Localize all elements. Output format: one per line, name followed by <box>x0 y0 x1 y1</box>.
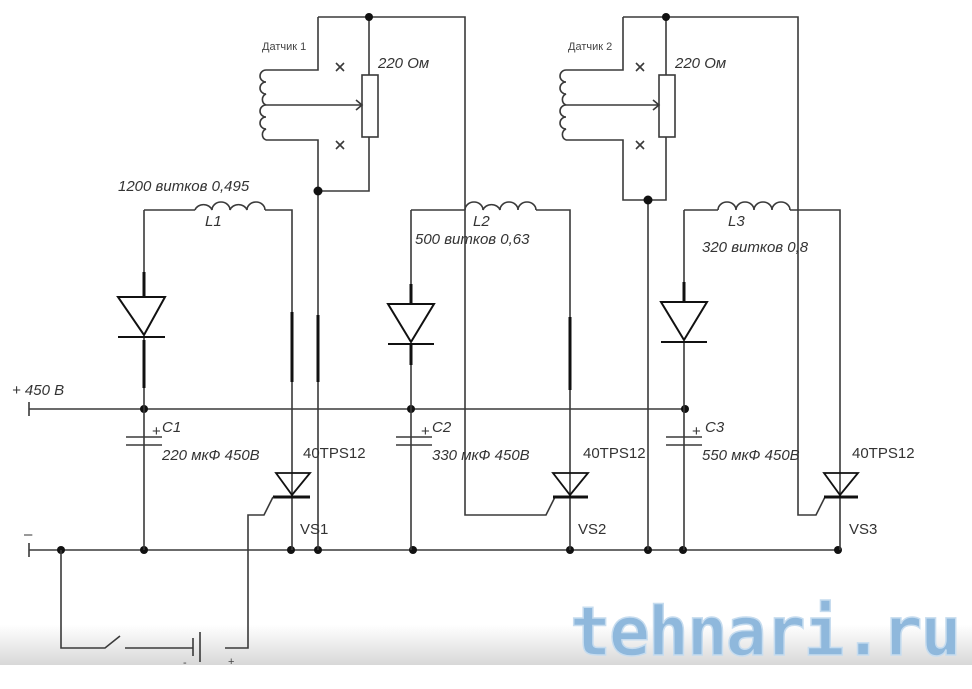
stage-3 <box>659 201 860 550</box>
battery-minus: - <box>183 657 187 669</box>
bottom-shade <box>0 625 972 665</box>
c1-plus: + <box>152 423 161 440</box>
vs3-part: 40TPS12 <box>852 445 915 462</box>
l2-label: L2 <box>473 213 490 230</box>
sensor-1 <box>259 13 556 550</box>
battery-plus: + <box>228 656 234 668</box>
vs3-label: VS3 <box>849 521 877 538</box>
c1-spec: 220 мкФ 450В <box>161 447 260 464</box>
l1-label: L1 <box>205 213 222 230</box>
c2-plus: + <box>421 423 430 440</box>
l1-spec: 1200 витков 0,495 <box>118 178 250 195</box>
resistor-2-label: 220 Ом <box>674 55 726 72</box>
stage-2 <box>386 201 590 550</box>
sensor-2 <box>559 13 826 550</box>
sensor-1-label: Датчик 1 <box>262 41 306 53</box>
supply-plus-label: + 450 В <box>12 382 64 399</box>
c2-label: C2 <box>432 419 452 436</box>
sensor-2-label: Датчик 2 <box>568 41 612 53</box>
c3-spec: 550 мкФ 450В <box>702 447 800 464</box>
c3-plus: + <box>692 423 701 440</box>
minus-bus <box>28 543 842 557</box>
vs1-label: VS1 <box>300 521 328 538</box>
vs1-part: 40TPS12 <box>303 445 366 462</box>
l3-spec: 320 витков 0,8 <box>702 239 809 256</box>
potentiometer-2 <box>658 74 676 138</box>
l2-spec: 500 витков 0,63 <box>415 231 530 248</box>
potentiometer-1 <box>361 74 379 138</box>
plus-bus <box>28 402 689 416</box>
l3-label: L3 <box>728 213 745 230</box>
watermark-logo: tehnari.ru <box>570 593 959 672</box>
resistor-1-label: 220 Ом <box>377 55 429 72</box>
c3-label: C3 <box>705 419 725 436</box>
c1-label: C1 <box>162 419 181 436</box>
stage-1 <box>60 201 320 662</box>
vs2-label: VS2 <box>578 521 606 538</box>
supply-minus-label: – <box>24 526 33 543</box>
vs2-part: 40TPS12 <box>583 445 646 462</box>
c2-spec: 330 мкФ 450В <box>432 447 530 464</box>
